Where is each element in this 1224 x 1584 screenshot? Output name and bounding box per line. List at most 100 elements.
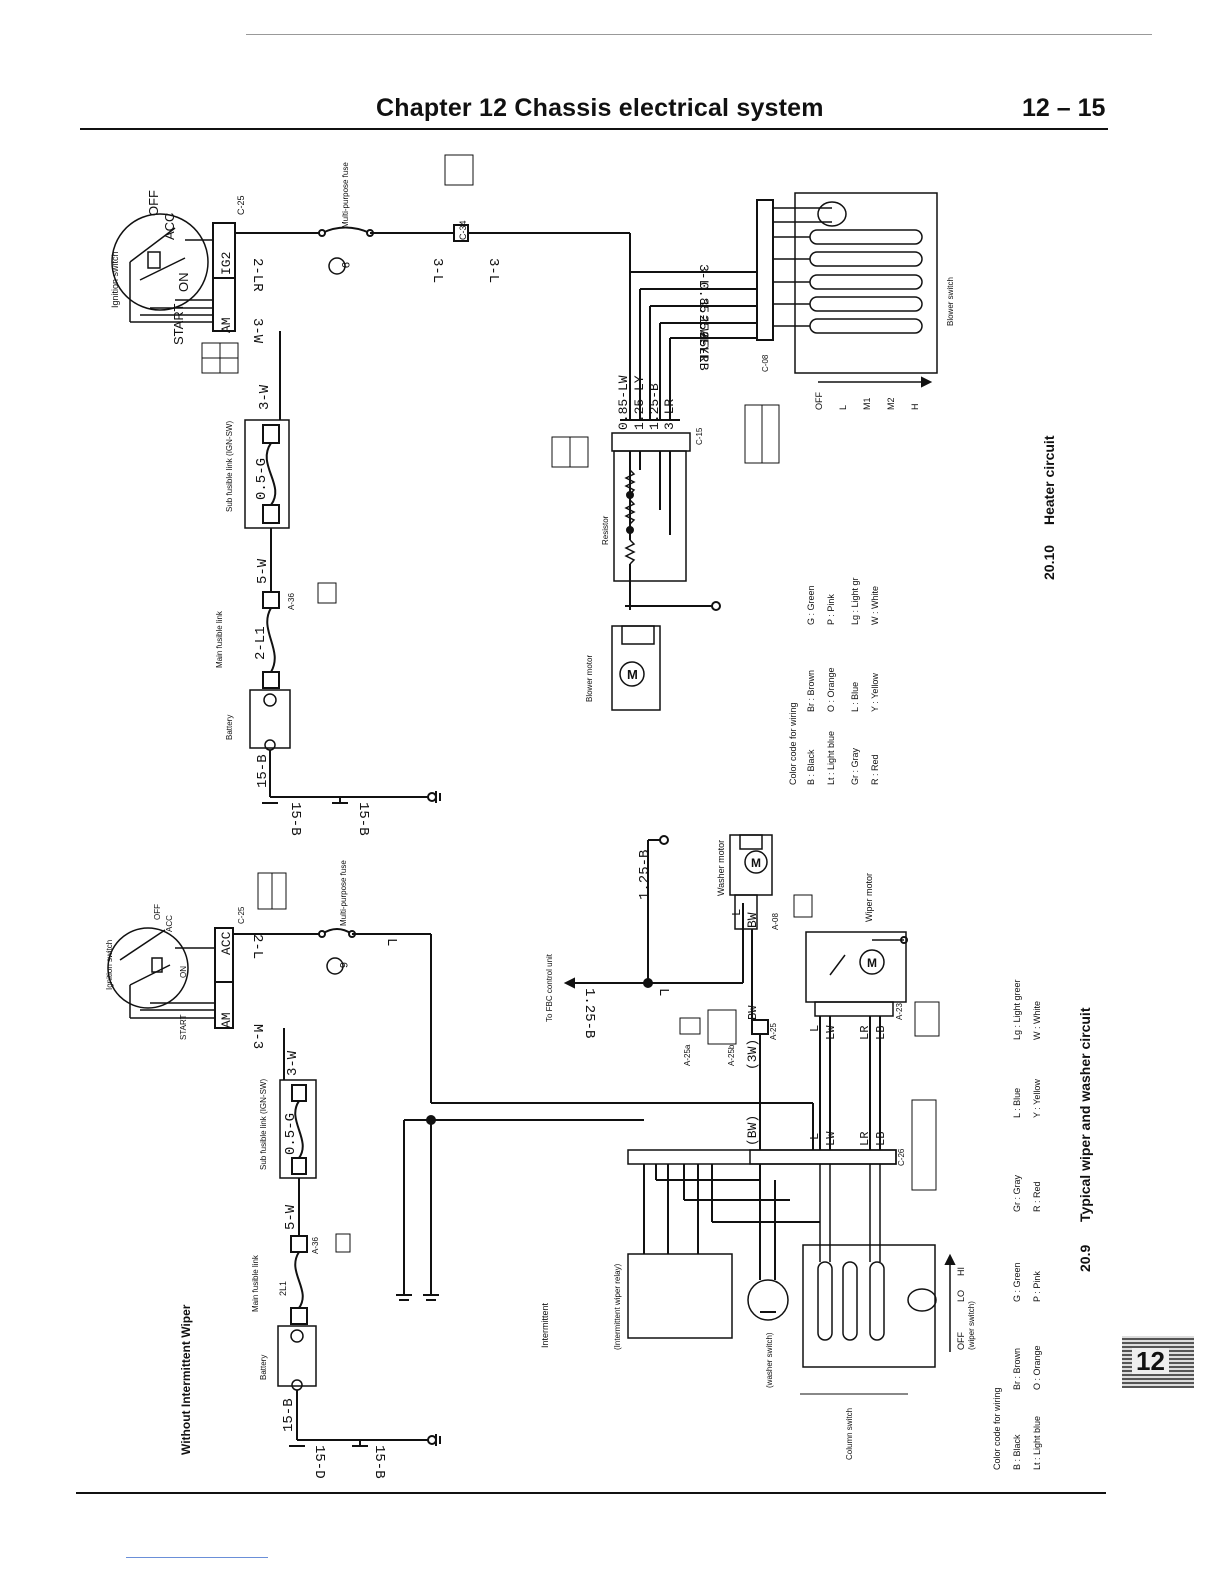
svg-text:M: M — [867, 956, 877, 970]
wiper-color-code-l: L : Blue — [1012, 1088, 1022, 1118]
wiper-ground-wire-1: 15-D — [311, 1445, 327, 1479]
heater-connector-c08-label: C-08 — [761, 354, 770, 372]
top-faint-rule — [246, 34, 1152, 35]
wiper-connector-a25a-label: A-25a — [683, 1044, 692, 1066]
heater-sub-fusible-link — [244, 419, 290, 529]
heater-switch-on: ON — [176, 273, 191, 293]
blower-wire-1: 3-L — [696, 264, 711, 287]
blower-position-l: L — [838, 405, 848, 410]
blower-wire-4: 1.25-LB — [696, 316, 711, 371]
heater-color-code-title: Color code for wiring — [788, 702, 798, 785]
wiper-color-code-w: W : White — [1032, 1001, 1042, 1040]
wiper-motor-connector-a23 — [814, 1001, 894, 1017]
wiper-switch-on: ON — [179, 966, 188, 978]
heater-switch-start: START — [171, 304, 186, 345]
footer-blue-line — [126, 1557, 268, 1558]
heater-caption: Heater circuit — [1041, 435, 1057, 525]
heater-color-code-b: B : Black — [806, 749, 816, 785]
heater-main-fusible-link-label: Main fusible link — [215, 610, 224, 668]
heater-connector-c08 — [756, 199, 774, 341]
intermittent-label: Intermittent — [540, 1302, 550, 1348]
wiper-terminal-am: AM — [219, 1012, 234, 1028]
washer-switch-label: (washer switch) — [765, 1332, 774, 1388]
heater-connector-a36-label: A-36 — [287, 593, 296, 610]
wiper-connector-c26-label: C-26 — [897, 1148, 906, 1166]
heater-connector-c34-label: C-34 — [458, 220, 468, 240]
wiper-color-code-lg: Lg : Light greer — [1012, 979, 1022, 1040]
column-wiper-switch — [802, 1244, 936, 1368]
wiper-color-code-b: B : Black — [1012, 1434, 1022, 1470]
wiper-fuse-number: 6 — [337, 962, 349, 968]
wiper-position-lo: LO — [956, 1290, 966, 1302]
wiper-connector-a25 — [751, 1019, 769, 1035]
to-fbc-label: To FBC control unit — [545, 953, 554, 1022]
resistor-wire-1: 0.85-LW — [616, 375, 631, 430]
wiper-connector-a25b-label: A-25b — [727, 1044, 736, 1066]
motor-wire-lw: LW — [824, 1025, 838, 1040]
heater-color-code-l: L : Blue — [850, 682, 860, 712]
wiper-ignition-terminal-block — [214, 927, 234, 1029]
heater-wire-2lr: 2-LR — [249, 258, 265, 292]
heater-wire-3w-upper: 3-W — [249, 318, 265, 344]
blower-position-m1: M1 — [862, 397, 872, 410]
resistor-wire-2: 1.25-LY — [632, 375, 647, 430]
page-number: 12 – 15 — [1022, 94, 1106, 122]
heater-sub-fusible-link-label: Sub fusible link (IGN-SW) — [225, 421, 234, 512]
heater-wire-15b: 15-B — [255, 754, 271, 788]
blower-wire-2: 0.85-LW — [696, 282, 711, 337]
svg-text:M: M — [751, 856, 761, 870]
wiper-switch-label: (wiper switch) — [967, 1301, 976, 1350]
heater-connector-c25-label: C-25 — [236, 195, 246, 215]
heater-color-code-r: R : Red — [870, 754, 880, 785]
heater-multi-purpose-fuse-label: Multi-purpose fuse — [341, 162, 350, 228]
blower-motor-symbol — [619, 661, 645, 687]
wiper-wire-m3: M-3 — [249, 1024, 265, 1049]
wiper-ignition-switch-circle — [107, 927, 189, 1009]
resistor-label: Resistor — [601, 515, 610, 545]
blower-switch-label: Blower switch — [946, 277, 955, 326]
without-intermittent-label: Without Intermittent Wiper — [179, 1304, 193, 1455]
wiper-color-code-lt: Lt : Light blue — [1032, 1416, 1042, 1470]
chapter-thumb-tab: 12 — [1122, 1336, 1194, 1388]
harness-wire-l: L — [808, 1133, 822, 1140]
wiper-motor-label: Wiper motor — [864, 873, 874, 922]
wiper-connector-a25-label: A-25 — [769, 1023, 778, 1040]
harness-wire-lb: LB — [874, 1132, 888, 1146]
wiper-color-code-title: Color code for wiring — [992, 1387, 1002, 1470]
wiper-motor-symbol — [859, 949, 885, 975]
svg-text:M: M — [627, 667, 638, 682]
heater-main-link-wire: 2-L1 — [253, 626, 269, 660]
wiper-color-code-br: Br : Brown — [1012, 1348, 1022, 1390]
wiper-wire-bw: BW — [746, 1005, 760, 1020]
wiper-color-code-o: O : Orange — [1032, 1345, 1042, 1390]
wiper-wire-5w: 5-W — [283, 1204, 299, 1230]
heater-color-code-y: Y : Yellow — [870, 673, 880, 712]
heater-color-code-p: P : Pink — [826, 594, 836, 625]
blower-position-m2: M2 — [886, 397, 896, 410]
washer-connector-a08 — [734, 894, 758, 930]
heater-terminal-am: AM — [219, 317, 234, 333]
intermittent-relay-label: (Intermittent wiper relay) — [613, 1263, 622, 1350]
washer-wire-125b: 1.25-B — [637, 850, 653, 900]
wiper-wire-3w-paren: (3W) — [745, 1039, 760, 1070]
heater-fuse-number-circle — [328, 257, 346, 275]
heater-wire-5w: 5-W — [255, 558, 271, 584]
heater-battery-label: Battery — [225, 715, 234, 740]
motor-wire-lr: LR — [858, 1026, 872, 1040]
heater-wire-3l-a: 3-L — [429, 258, 445, 283]
heater-terminal-ig2: IG2 — [219, 252, 234, 275]
wiper-circuit: M M — [107, 834, 956, 1447]
wiper-color-code-y: Y : Yellow — [1032, 1079, 1042, 1118]
blower-motor-label: Blower motor — [585, 655, 594, 702]
blower-wire-5: 3-LR — [696, 331, 711, 362]
heater-connector-c15-label: C-15 — [695, 427, 704, 445]
wiper-wire-2l: 2-L — [249, 934, 265, 959]
wiper-switch-off: OFF — [153, 904, 162, 920]
fbc-wire-l: L — [655, 988, 671, 996]
wiper-terminal-acc: ACC — [219, 931, 234, 955]
heater-sub-link-wire: 0.5-G — [254, 458, 270, 500]
washer-motor-symbol — [744, 850, 768, 874]
heater-ground-wire-1: 15-B — [287, 802, 303, 836]
heater-ignition-switch-label: Ignition switch — [110, 251, 120, 308]
